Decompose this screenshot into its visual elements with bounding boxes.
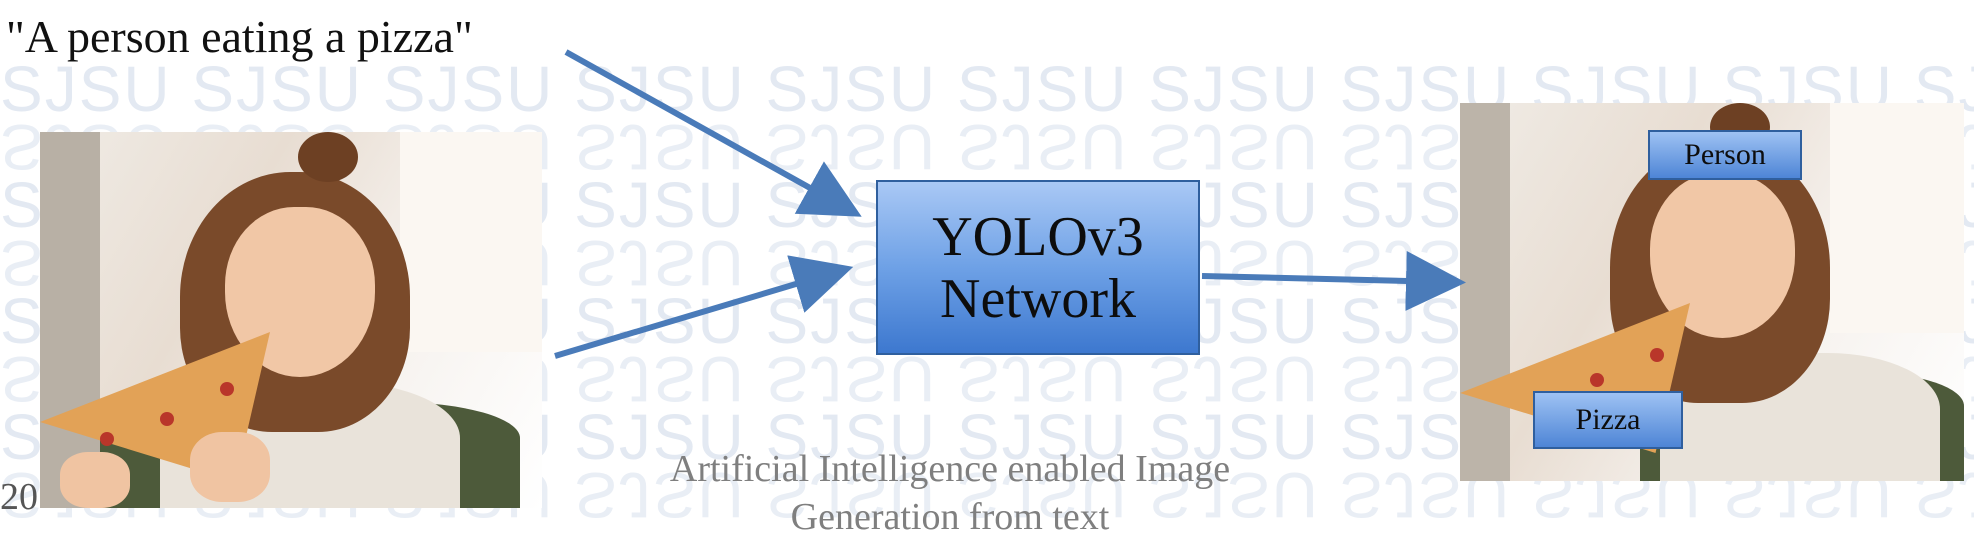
slide-number-fragment: 20	[0, 476, 38, 518]
yolov3-network-box: YOLOv3 Network	[876, 180, 1200, 355]
network-title: YOLOv3	[932, 205, 1144, 268]
input-photo	[40, 132, 542, 508]
input-text-prompt: "A person eating a pizza"	[6, 11, 473, 62]
text-to-network-arrow	[564, 49, 862, 217]
network-subtitle: Network	[940, 267, 1136, 330]
caption-line-1: Artificial Intelligence enabled Image	[669, 448, 1231, 490]
person-detection-label: Person	[1648, 130, 1802, 180]
network-to-output-arrow	[1201, 250, 1466, 311]
pizza-detection-label: Pizza	[1533, 391, 1683, 449]
diagram-caption: Artificial Intelligence enabled Image Ge…	[560, 445, 1340, 541]
image-to-network-arrow	[554, 255, 854, 359]
caption-line-2: Generation from text	[790, 496, 1110, 538]
